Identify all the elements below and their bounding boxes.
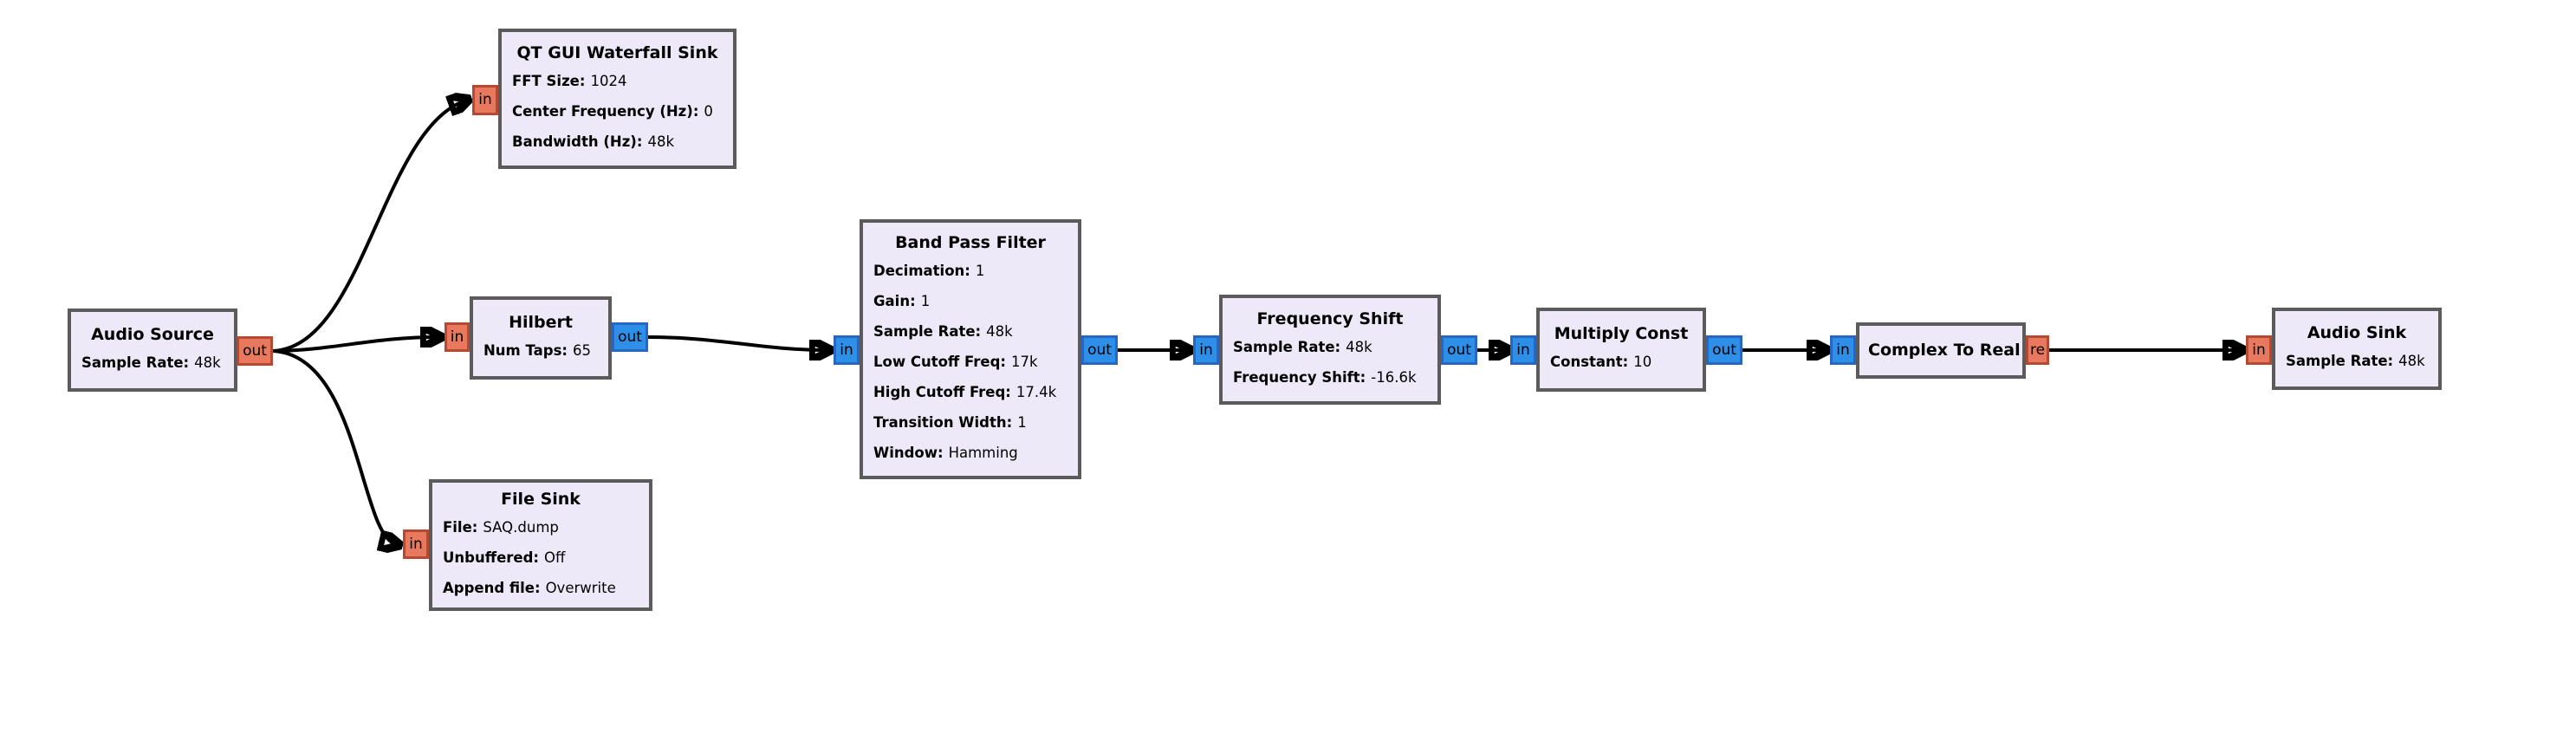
param-value: 48k xyxy=(194,354,221,371)
block-title: File Sink xyxy=(501,489,581,509)
connection-audio-source-to-waterfall-sink[interactable] xyxy=(272,101,465,353)
block-param: Center Frequency (Hz): 0 xyxy=(502,96,733,127)
block-param: Sample Rate: 48k xyxy=(1223,332,1437,362)
param-label: Bandwidth (Hz): xyxy=(512,133,643,150)
block-title: QT GUI Waterfall Sink xyxy=(516,42,718,62)
port-band-pass-filter-out[interactable]: out xyxy=(1081,335,1118,365)
block-title: Multiply Const xyxy=(1554,324,1689,343)
connection-audio-source-to-hilbert[interactable] xyxy=(272,337,438,353)
block-param: Frequency Shift: -16.6k xyxy=(1223,362,1437,393)
block-frequency-shift[interactable]: Frequency Shift Sample Rate: 48k Frequenc… xyxy=(1219,295,1441,405)
port-waterfall-sink-in[interactable]: in xyxy=(472,85,498,115)
param-value: Hamming xyxy=(948,444,1018,461)
block-param: Bandwidth (Hz):48k xyxy=(502,127,733,157)
block-param: Append file:Overwrite xyxy=(432,573,649,603)
param-label: Constant: xyxy=(1550,354,1629,370)
block-param: Gain:1 xyxy=(863,286,1078,316)
block-title: Hilbert xyxy=(509,312,573,332)
param-label: Low Cutoff Freq: xyxy=(873,353,1006,370)
port-file-sink-in[interactable]: in xyxy=(403,529,429,559)
block-title: Frequency Shift xyxy=(1256,309,1404,328)
param-label: Num Taps: xyxy=(483,341,568,359)
param-label: Sample Rate: xyxy=(1233,338,1341,355)
block-title: Audio Sink xyxy=(2307,323,2407,342)
param-value: 1 xyxy=(1017,413,1027,431)
block-hilbert[interactable]: Hilbert Num Taps: 65 xyxy=(470,296,612,380)
port-hilbert-in[interactable]: in xyxy=(444,322,470,352)
block-param: Window:Hamming xyxy=(863,438,1078,468)
port-complex-to-real-in[interactable]: in xyxy=(1830,335,1856,365)
param-label: Frequency Shift: xyxy=(1233,368,1366,386)
block-title: Band Pass Filter xyxy=(895,232,1046,252)
param-value: 65 xyxy=(573,341,591,359)
block-param: Transition Width:1 xyxy=(863,407,1078,438)
param-value: 1 xyxy=(920,292,931,309)
port-frequency-shift-out[interactable]: out xyxy=(1441,335,1477,365)
param-label: Append file: xyxy=(443,579,541,596)
param-label: FFT Size: xyxy=(512,72,586,89)
param-label: Sample Rate: xyxy=(873,322,982,340)
param-value: 48k xyxy=(2398,353,2425,369)
port-multiply-const-out[interactable]: out xyxy=(1706,335,1742,365)
block-param: FFT Size:1024 xyxy=(502,66,733,96)
param-value: Overwrite xyxy=(545,579,616,596)
port-multiply-const-in[interactable]: in xyxy=(1510,335,1536,365)
param-value: 1 xyxy=(975,262,985,279)
port-complex-to-real-re[interactable]: re xyxy=(2026,335,2049,365)
port-audio-source-out[interactable]: out xyxy=(237,336,273,366)
block-multiply-const[interactable]: Multiply Const Constant:10 xyxy=(1536,308,1706,392)
param-value: -16.6k xyxy=(1371,368,1417,386)
param-value: 0 xyxy=(704,102,713,120)
block-param: High Cutoff Freq:17.4k xyxy=(863,377,1078,407)
port-audio-sink-in[interactable]: in xyxy=(2246,335,2272,365)
block-audio-source[interactable]: Audio Source Sample Rate:48k xyxy=(68,309,237,392)
port-band-pass-filter-in[interactable]: in xyxy=(834,335,860,365)
param-label: Window: xyxy=(873,444,944,461)
param-label: Center Frequency (Hz): xyxy=(512,102,699,120)
param-label: File: xyxy=(443,518,478,536)
connection-hilbert-to-band-pass-filter[interactable] xyxy=(647,335,827,350)
param-value: 1024 xyxy=(590,72,627,89)
param-label: High Cutoff Freq: xyxy=(873,383,1011,400)
param-value: 17k xyxy=(1010,353,1038,370)
block-param: Low Cutoff Freq:17k xyxy=(863,347,1078,377)
param-label: Sample Rate: xyxy=(2286,353,2394,369)
port-hilbert-out[interactable]: out xyxy=(612,322,648,352)
block-param: Sample Rate:48k xyxy=(863,316,1078,347)
param-value: 10 xyxy=(1633,354,1652,370)
block-qt-gui-waterfall-sink[interactable]: QT GUI Waterfall Sink FFT Size:1024 Cent… xyxy=(498,29,736,169)
block-title: Complex To Real xyxy=(1868,340,2021,360)
param-value: Off xyxy=(544,549,566,566)
block-band-pass-filter[interactable]: Band Pass Filter Decimation:1 Gain:1 Sam… xyxy=(860,219,1081,479)
param-value: 48k xyxy=(647,133,675,150)
param-label: Sample Rate: xyxy=(81,354,190,371)
block-param: Unbuffered: Off xyxy=(432,542,649,573)
connection-audio-source-to-file-sink[interactable] xyxy=(272,349,396,544)
block-param: Sample Rate:48k xyxy=(2275,346,2438,376)
block-param: Num Taps: 65 xyxy=(473,335,608,366)
param-label: Unbuffered: xyxy=(443,549,539,566)
block-param: Decimation: 1 xyxy=(863,256,1078,286)
block-param: Constant:10 xyxy=(1540,347,1703,377)
block-param: File: SAQ.dump xyxy=(432,512,649,542)
param-label: Gain: xyxy=(873,292,916,309)
param-label: Transition Width: xyxy=(873,413,1013,431)
block-file-sink[interactable]: File Sink File: SAQ.dump Unbuffered: Off A… xyxy=(429,479,652,611)
param-label: Decimation: xyxy=(873,262,970,279)
block-complex-to-real[interactable]: Complex To Real xyxy=(1856,322,2026,379)
param-value: 17.4k xyxy=(1015,383,1057,400)
param-value: SAQ.dump xyxy=(483,518,559,536)
block-audio-sink[interactable]: Audio Sink Sample Rate:48k xyxy=(2272,308,2442,390)
param-value: 48k xyxy=(986,322,1013,340)
port-frequency-shift-in[interactable]: in xyxy=(1193,335,1219,365)
block-param: Sample Rate:48k xyxy=(71,348,234,378)
param-value: 48k xyxy=(1346,338,1372,355)
block-title: Audio Source xyxy=(91,324,214,344)
